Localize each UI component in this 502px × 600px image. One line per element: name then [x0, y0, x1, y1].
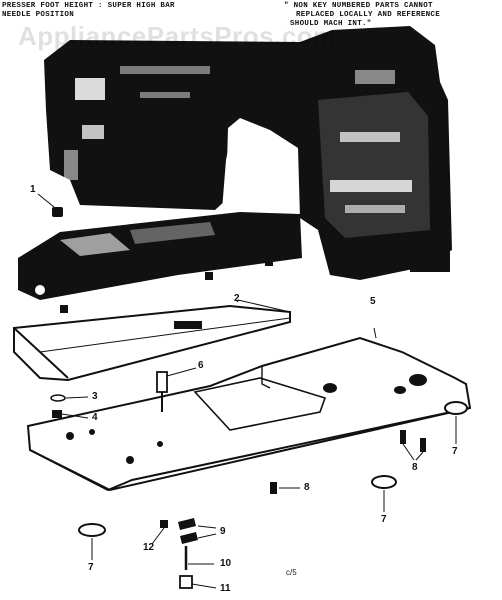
part-3-washer — [50, 394, 89, 402]
part-9-clips — [178, 518, 217, 544]
callout-8-right: 8 — [412, 462, 418, 473]
callout-7-right: 7 — [452, 446, 458, 457]
drawing-code: c/5 — [286, 568, 297, 577]
part-2-tray — [13, 299, 291, 382]
part-1-screw — [37, 193, 63, 217]
part-7-foot-right — [444, 401, 468, 444]
callout-6: 6 — [198, 360, 204, 371]
part-10-rod — [184, 546, 214, 570]
callout-5: 5 — [370, 296, 376, 307]
callout-7-center: 7 — [381, 514, 387, 525]
part-4-screw — [52, 410, 89, 419]
part-7-foot-left — [78, 523, 106, 560]
part-8-screw-center — [270, 482, 300, 494]
machine-bed — [18, 212, 302, 313]
callout-8-center: 8 — [304, 482, 310, 493]
callout-11: 11 — [220, 583, 231, 594]
header-left-line2: NEEDLE POSITION — [2, 11, 75, 19]
callout-12: 12 — [143, 542, 155, 553]
header-left-line1: PRESSER FOOT HEIGHT : SUPER HIGH BAR — [2, 2, 175, 10]
header-right-line1: " NON KEY NUMBERED PARTS CANNOT — [284, 2, 433, 10]
part-11-cap — [179, 575, 217, 589]
part-5-base — [26, 327, 472, 492]
callout-2: 2 — [234, 293, 240, 304]
header-right-line2: REPLACED LOCALLY AND REFERENCE — [296, 11, 441, 19]
callout-4: 4 — [92, 412, 98, 423]
part-12-nut — [151, 520, 168, 545]
header-right-line3: SHOULD MACH INT." — [290, 20, 372, 28]
part-8-screws-right — [400, 430, 426, 461]
callout-10: 10 — [220, 558, 232, 569]
callout-9: 9 — [220, 526, 226, 537]
watermark: AppliancePartsPros.com — [18, 21, 337, 51]
callout-7-left: 7 — [88, 562, 94, 573]
callout-1: 1 — [30, 184, 36, 195]
part-7-foot-center — [371, 475, 397, 512]
part-6-pin — [156, 367, 197, 412]
machine-head — [44, 26, 452, 280]
callout-3: 3 — [92, 391, 98, 402]
